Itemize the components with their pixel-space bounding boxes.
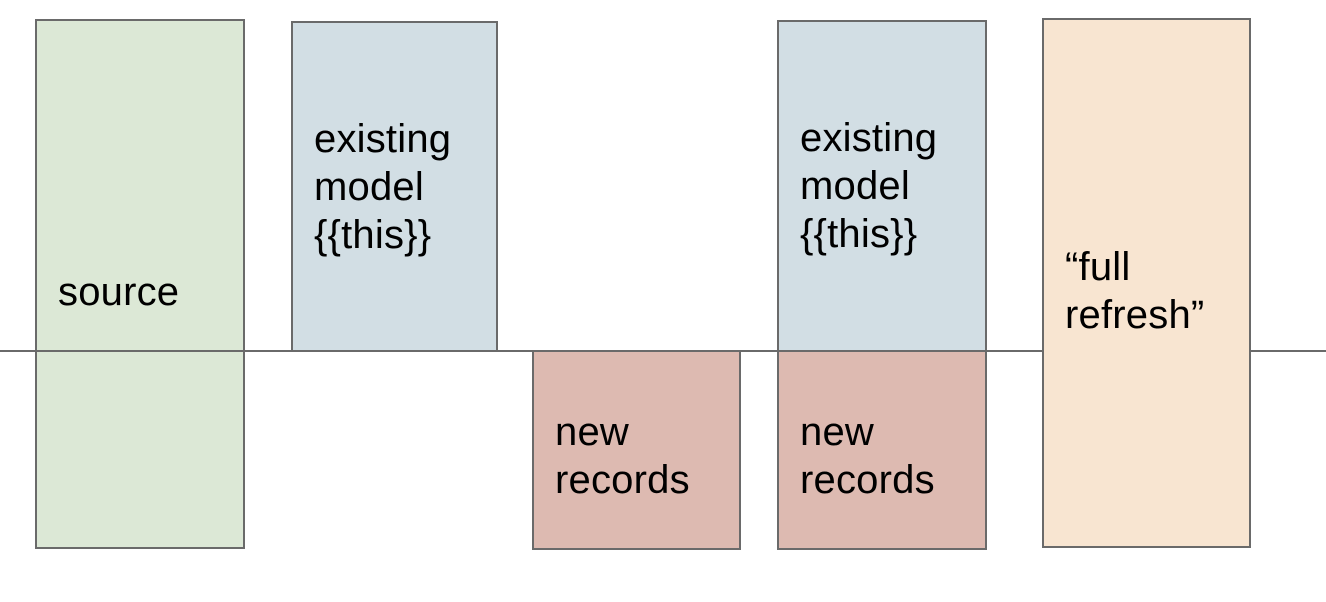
full-refresh-box: “full refresh”: [1042, 18, 1251, 548]
new-records-left-label: new records: [555, 410, 690, 502]
existing-model-left-label: existing model {{this}}: [314, 116, 452, 257]
existing-model-right-box: existing model {{this}}: [777, 20, 987, 352]
new-records-right-box: new records: [777, 350, 987, 550]
existing-model-left-box: existing model {{this}}: [291, 21, 498, 352]
full-refresh-label: “full refresh”: [1065, 245, 1205, 337]
existing-model-right-label: existing model {{this}}: [800, 116, 938, 256]
source-box-label: source: [58, 270, 180, 314]
source-box: source: [35, 19, 245, 549]
new-records-right-label: new records: [800, 410, 935, 502]
new-records-left-box: new records: [532, 350, 741, 550]
